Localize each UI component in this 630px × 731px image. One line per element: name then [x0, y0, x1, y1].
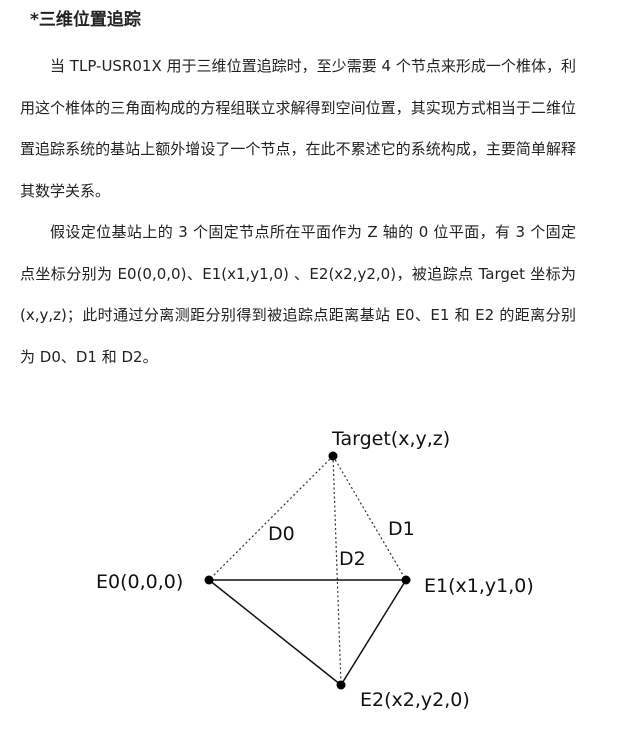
node-e0 [204, 575, 214, 585]
label-e0: E0(0,0,0) [96, 571, 183, 593]
section-heading: *三维位置追踪 [30, 10, 141, 30]
edge-e1-e2 [340, 579, 407, 686]
node-e2 [336, 680, 346, 690]
edge-target-e1 [332, 455, 407, 581]
node-e1 [401, 575, 411, 585]
node-target [328, 451, 338, 461]
label-target: Target(x,y,z) [331, 428, 450, 450]
label-d0: D0 [268, 523, 295, 545]
edge-target-e0 [208, 455, 334, 581]
edge-target-e2 [332, 455, 342, 686]
edge-e0-e2 [208, 579, 342, 686]
label-d2: D2 [339, 548, 366, 570]
paragraph-intro: 当 TLP-USR01X 用于三维位置追踪时，至少需要 4 个节点来形成一个椎体… [20, 57, 576, 200]
label-e1: E1(x1,y1,0) [424, 575, 534, 597]
paragraph-assumption: 假设定位基站上的 3 个固定节点所在平面作为 Z 轴的 0 位平面，有 3 个固… [20, 223, 576, 366]
label-d1: D1 [388, 518, 415, 540]
label-e2: E2(x2,y2,0) [360, 689, 470, 711]
